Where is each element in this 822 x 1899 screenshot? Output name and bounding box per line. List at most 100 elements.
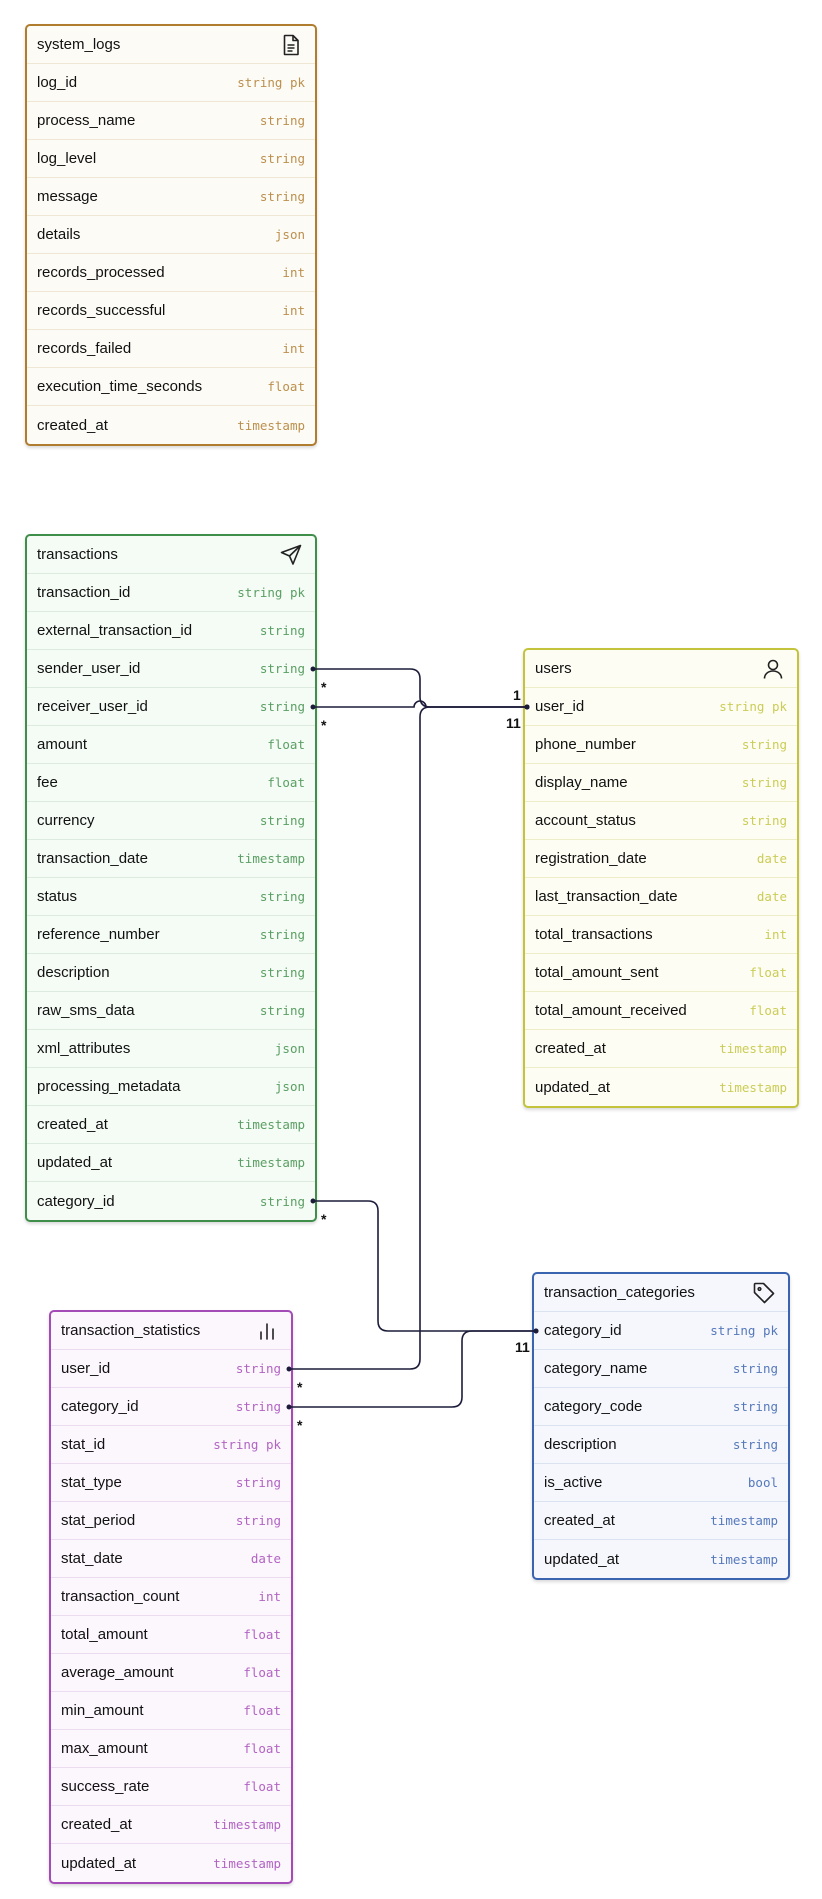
- field-type: float: [749, 1003, 787, 1018]
- field-name: transaction_count: [61, 1588, 180, 1605]
- field-type: timestamp: [237, 1117, 305, 1132]
- field-type: int: [258, 1589, 281, 1604]
- user-icon: [761, 657, 785, 681]
- field-type: string pk: [213, 1437, 281, 1452]
- field-name: reference_number: [37, 926, 160, 943]
- field-row[interactable]: process_name string: [27, 102, 315, 140]
- field-name: stat_type: [61, 1474, 122, 1491]
- field-row[interactable]: total_amount_received float: [525, 992, 797, 1030]
- field-type: string: [259, 813, 305, 828]
- field-type: int: [282, 303, 305, 318]
- entity-header: transaction_statistics: [51, 1312, 291, 1350]
- entity-title: users: [535, 660, 572, 677]
- field-name: total_amount_received: [535, 1002, 687, 1019]
- field-name: phone_number: [535, 736, 636, 753]
- field-type: timestamp: [719, 1079, 787, 1095]
- field-type: float: [749, 965, 787, 980]
- cardinality-one-label: 1: [522, 1339, 530, 1355]
- field-name: description: [544, 1436, 617, 1453]
- field-type: string pk: [237, 75, 305, 90]
- field-type: string: [741, 813, 787, 828]
- field-name: process_name: [37, 112, 136, 129]
- field-type: timestamp: [237, 1155, 305, 1170]
- edge-endpoint: [524, 704, 530, 710]
- field-row[interactable]: transaction_count int: [51, 1578, 291, 1616]
- field-type: string pk: [237, 585, 305, 600]
- field-name: user_id: [535, 698, 585, 715]
- relationship-edge: [289, 706, 527, 1370]
- field-type: string: [732, 1399, 778, 1414]
- field-name: category_name: [544, 1360, 648, 1377]
- field-name: records_processed: [37, 264, 165, 281]
- field-type: string: [259, 113, 305, 128]
- field-name: records_failed: [37, 340, 132, 357]
- cardinality-many-label: *: [321, 717, 327, 733]
- field-row[interactable]: records_successful int: [27, 292, 315, 330]
- field-type: timestamp: [237, 851, 305, 866]
- field-name: amount: [37, 736, 88, 753]
- field-type: string: [259, 1193, 305, 1209]
- field-name: records_successful: [37, 302, 166, 319]
